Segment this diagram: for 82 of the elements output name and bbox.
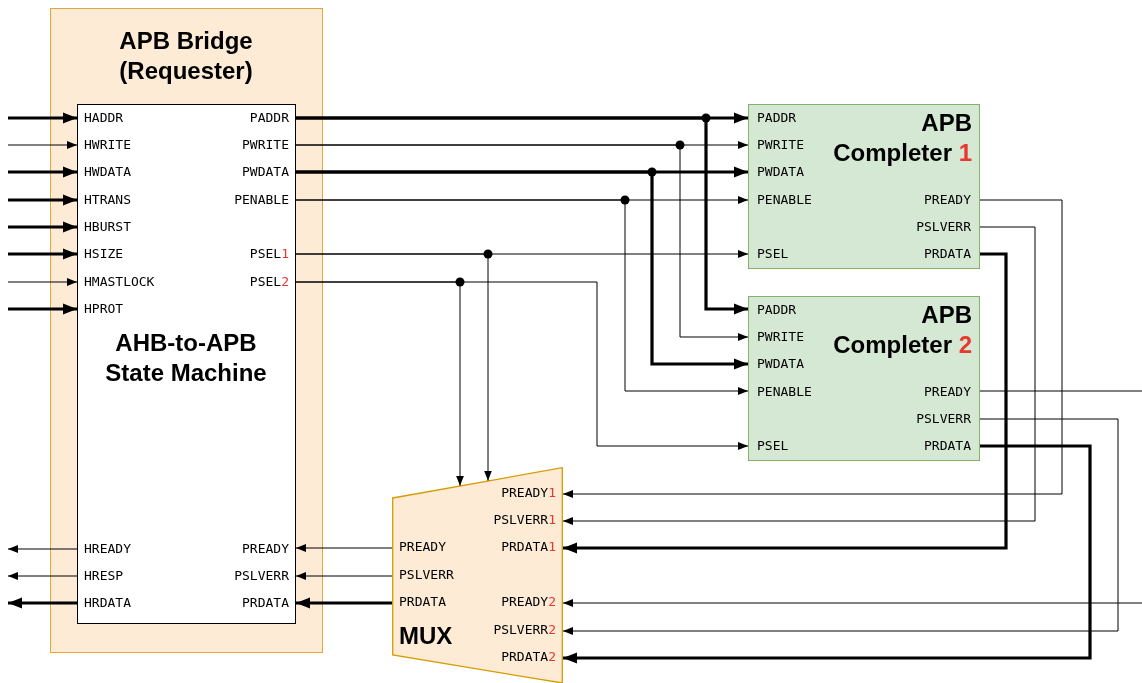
signal-arrow [7,141,78,149]
signal-arrow [8,194,77,206]
signal-arrow [296,170,748,370]
port-label: PSLVERR [234,568,289,584]
port-label: PWDATA [757,164,804,180]
signal-arrow [296,597,392,609]
signal-arrow [562,418,1119,635]
signal-arrow [563,252,1008,554]
completer-box [748,104,980,269]
signal-arrow [8,166,77,178]
port-label: PWRITE [242,137,289,153]
block-title: AHB-to-APB State Machine [104,328,268,388]
port-label: PRDATA [242,595,289,611]
port-label: PRDATA [399,594,446,610]
signal-arrow [295,544,393,552]
port-label: PENABLE [757,384,812,400]
port-label: PENABLE [234,192,289,208]
signal-arrow [8,597,77,609]
port-label: PSEL [757,246,789,262]
port-label: PREADY [924,192,971,208]
port-label: PREADY2 [501,594,556,610]
signal-arrow [562,226,1036,525]
signal-arrow [8,112,77,124]
signal-arrow [562,599,1142,607]
port-label: HWRITE [84,137,131,153]
signal-arrow [295,253,492,482]
signal-arrow [295,281,464,487]
port-label: PRDATA2 [501,649,556,665]
signal-line [979,390,1142,392]
port-label: PSLVERR1 [493,512,556,528]
port-label: PREADY [242,541,289,557]
port-label: PRDATA1 [501,539,556,555]
port-label: PWDATA [242,164,289,180]
signal-arrow [7,545,78,553]
port-label: PREADY [924,384,971,400]
signal-arrow [295,199,749,395]
port-label: PADDR [757,302,797,318]
port-label: HBURST [84,219,131,235]
signal-arrow [7,572,78,580]
signal-arrow [8,221,77,233]
port-label: PRDATA [924,438,971,454]
signal-arrow [8,248,77,260]
port-label: PSEL1 [249,246,289,262]
port-label: PWRITE [757,137,804,153]
port-label: PSLVERR [916,411,971,427]
port-label: PADDR [757,110,797,126]
port-label: PREADY1 [501,485,556,501]
mux-block [392,467,563,683]
port-label: PREADY [399,539,446,555]
port-label: HWDATA [84,164,131,180]
completer-box [748,296,980,461]
port-label: PSLVERR2 [493,622,556,638]
block-title: APB Completer 1 [832,108,972,168]
signal-arrow [8,303,77,315]
block-title: MUX [399,621,454,651]
port-label: HADDR [84,110,124,126]
state-machine-box [77,104,296,624]
signal-arrow [562,199,1063,498]
port-label: HSIZE [84,246,124,262]
port-label: PADDR [249,110,289,126]
port-label: PSLVERR [399,567,454,583]
signal-arrow [295,572,393,580]
signal-arrow [296,116,748,315]
port-label: PSLVERR [916,219,971,235]
port-label: HRESP [84,568,124,584]
port-label: HMASTLOCK [84,274,155,290]
port-label: PENABLE [757,192,812,208]
bridge-panel [50,8,323,653]
port-label: PWRITE [757,329,804,345]
port-label: PSEL2 [249,274,289,290]
port-label: PRDATA [924,246,971,262]
signal-arrow [7,278,78,286]
signal-arrow [563,444,1092,664]
block-title: APB Bridge (Requester) [118,26,254,86]
port-label: HRDATA [84,595,131,611]
port-label: PWDATA [757,356,804,372]
port-label: PSEL [757,438,789,454]
port-label: HREADY [84,541,131,557]
signal-arrow [295,144,749,341]
port-label: HTRANS [84,192,131,208]
block-title: APB Completer 2 [832,300,972,360]
port-label: HPROT [84,301,124,317]
